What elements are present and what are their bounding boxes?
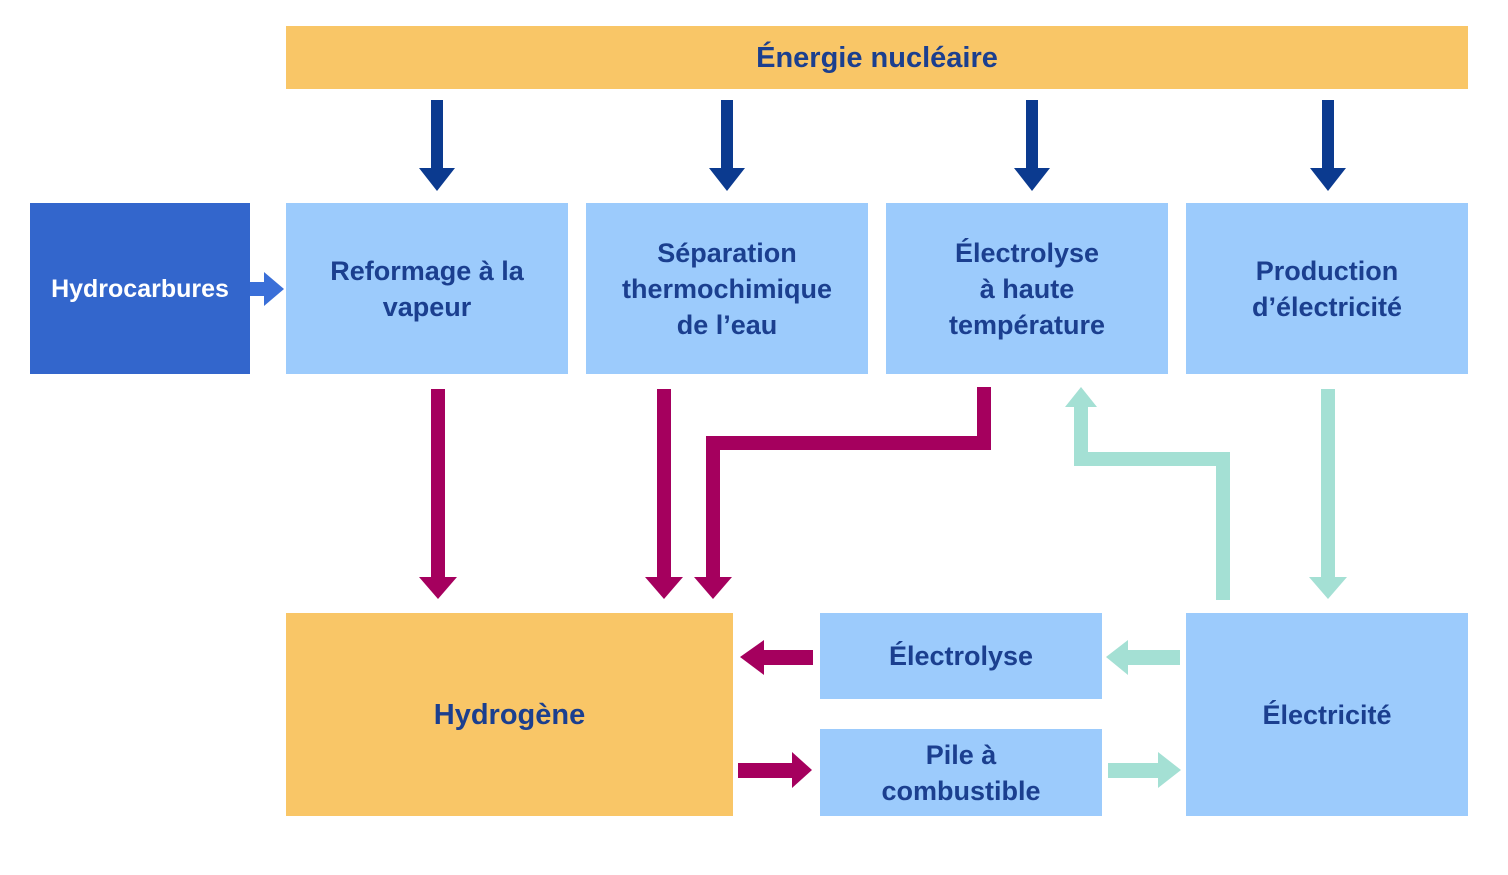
separation-box: Séparation thermochimique de l’eau [586, 203, 868, 374]
arrow-production-electricite [1321, 389, 1335, 579]
electrolyse-label: Électrolyse [888, 641, 1034, 671]
reformage-label-line1: Reformage à la [330, 255, 524, 286]
reformage-label-line2: vapeur [382, 291, 472, 322]
nuclear-arrow-production [1322, 100, 1334, 170]
separation-label-line1: Séparation [657, 237, 797, 268]
electrolyse-ht-label-line1: Électrolyse [954, 237, 1100, 268]
separation-label-line3: de l’eau [676, 309, 778, 340]
electricite-box: Électricité [1186, 613, 1468, 816]
electrolyse-ht-label-line3: température [948, 309, 1106, 340]
nuclear-arrow-separation [721, 100, 733, 170]
nuclear-energy-label: Énergie nucléaire [756, 41, 998, 74]
reformage-box: Reformage à la vapeur [286, 203, 568, 374]
production-box: Production d’électricité [1186, 203, 1468, 374]
pile-box: Pile à combustible [820, 729, 1102, 816]
hydrocarbon-arrow [250, 272, 284, 306]
arrow-electrolyse-ht-hydrogene [706, 387, 991, 579]
arrow-pile-to-electricite [1108, 763, 1160, 778]
arrow-electricite-electrolyse-ht [1074, 405, 1230, 600]
arrow-electricite-to-electrolyse [1126, 650, 1180, 665]
electricite-label: Électricité [1262, 699, 1392, 730]
electrolyse-ht-box: Électrolyse à haute température [886, 203, 1168, 374]
hydrocarbures-label: Hydrocarbures [51, 274, 229, 303]
nuclear-arrows [419, 100, 1346, 191]
production-label-line2: d’électricité [1251, 291, 1403, 322]
electric-arrows [1065, 387, 1347, 788]
hydrogene-label: Hydrogène [433, 698, 586, 731]
nuclear-arrow-electrolyse-ht [1026, 100, 1038, 170]
hydrocarbures-box: Hydrocarbures [30, 203, 250, 374]
hydrogen-arrows [419, 387, 991, 788]
arrow-reformage-hydrogene [431, 389, 445, 579]
arrow-electrolyse-to-hydrogene [762, 650, 813, 665]
hydrogene-box: Hydrogène [286, 613, 733, 816]
electrolyse-box: Électrolyse [820, 613, 1102, 699]
arrow-hydrogene-to-pile [738, 763, 794, 778]
nuclear-arrow-reformage [431, 100, 443, 170]
arrow-separation-hydrogene [657, 389, 671, 579]
production-label-line1: Production [1255, 255, 1399, 286]
nuclear-energy-banner: Énergie nucléaire [286, 26, 1468, 89]
pile-label-line2: combustible [881, 775, 1041, 806]
electrolyse-ht-label-line2: à haute [979, 273, 1075, 304]
pile-label-line1: Pile à [925, 739, 997, 770]
separation-label-line2: thermochimique [621, 273, 833, 304]
